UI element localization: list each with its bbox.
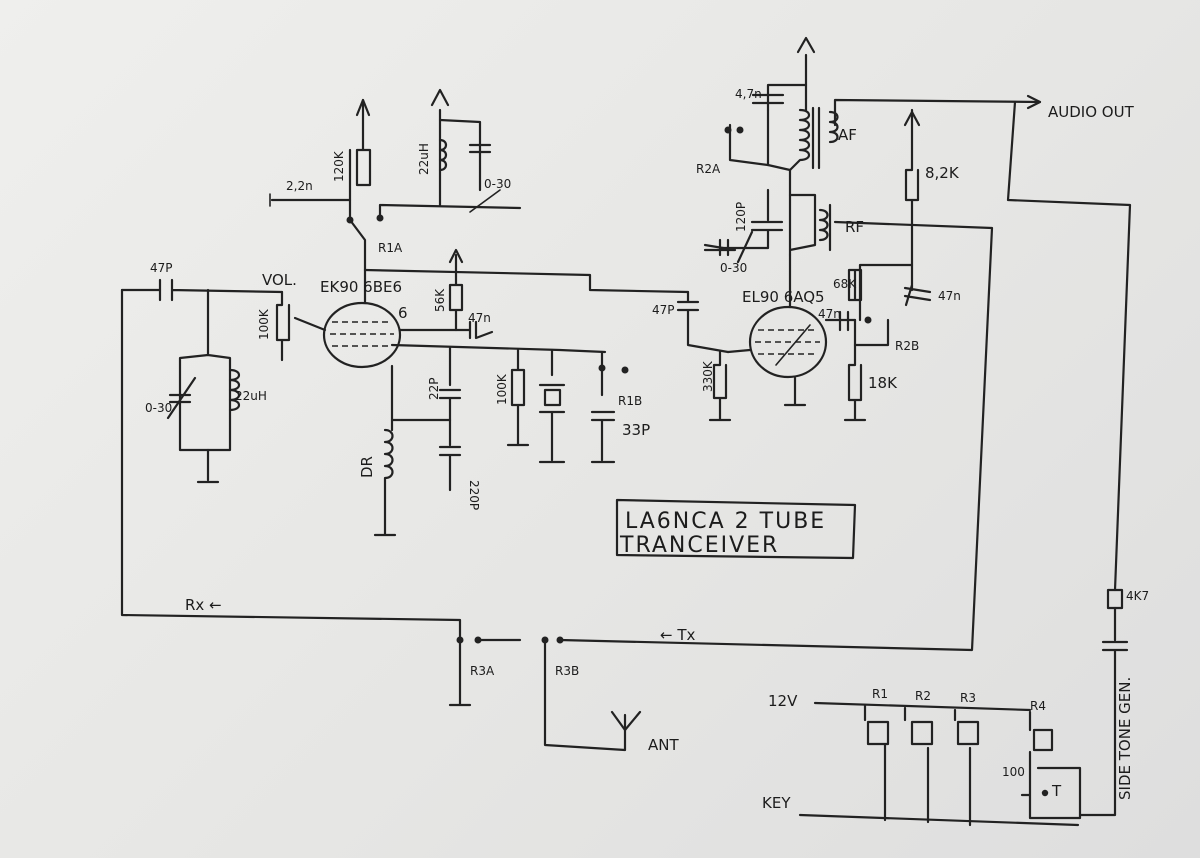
r-4k7-label: 4K7 — [1126, 589, 1149, 603]
c-22p-label: 22P — [427, 377, 441, 400]
input-tank — [158, 278, 291, 484]
switch-r1b-label: R1B — [618, 394, 642, 408]
relay-r1-label: R1 — [872, 687, 888, 701]
c-0-30-top-label: 0-30 — [484, 177, 511, 191]
tube1-label: EK90 6BE6 — [320, 278, 402, 296]
c-47n-mid-label: 47n — [468, 311, 491, 325]
c-47n-right-label: 47n — [938, 289, 961, 303]
twelve-volt-label: 12V — [768, 692, 798, 710]
relay-r2-label: R2 — [915, 689, 931, 703]
title-line-2: TRANCEIVER — [619, 533, 779, 558]
c-4-7n-label: 4,7n — [735, 87, 762, 101]
title: LA6NCA 2 TUBE TRANCEIVER — [619, 509, 826, 558]
switch-r2b-label: R2B — [895, 339, 919, 353]
rf-label: RF — [845, 218, 864, 236]
tx-wire — [558, 220, 994, 652]
switch-r2a-label: R2A — [696, 162, 721, 176]
tx-label: ← Tx — [660, 626, 695, 644]
tube2-label: EL90 6AQ5 — [742, 288, 825, 306]
tube-el90 — [726, 253, 828, 407]
tube2-cathode — [824, 108, 932, 422]
relay-r4-label: R4 — [1030, 699, 1046, 713]
r-56k-label: 56K — [433, 288, 447, 312]
switch-r3b-label: R3B — [555, 664, 579, 678]
pin6-label: 6 — [398, 304, 408, 322]
l-22uh-left-label: 22uH — [235, 389, 267, 403]
r-8-2k-label: 8,2K — [925, 164, 960, 182]
c-0-30-left-label: 0-30 — [145, 401, 172, 415]
r-100k-grid-label: 100K — [495, 373, 509, 405]
vol-label: VOL. — [262, 271, 297, 289]
side-tone-network — [1078, 588, 1129, 817]
r-330k-label: 330K — [701, 360, 715, 392]
title-line-1: LA6NCA 2 TUBE — [625, 509, 826, 534]
rx-wire — [120, 288, 462, 642]
r-100-key-label: 100 — [1002, 765, 1025, 779]
c-120p-label: 120P — [734, 202, 748, 232]
c-33p-label: 33P — [622, 421, 650, 439]
c-220p-label: 220P — [467, 480, 481, 510]
r-120k-label: 120K — [332, 150, 346, 182]
c-0-30-right-label: 0-30 — [720, 261, 747, 275]
tube1-plate — [269, 88, 690, 294]
relay-bank — [798, 701, 1082, 827]
side-tone-label: SIDE TONE GEN. — [1116, 677, 1134, 800]
ant-label: ANT — [648, 736, 679, 754]
pot-100k-label: 100K — [257, 308, 271, 340]
cathode-choke — [373, 428, 397, 537]
antenna-switch — [448, 636, 642, 752]
rx-label: Rx ← — [185, 596, 222, 614]
tube2-plate — [703, 36, 839, 264]
audio-out-wire — [833, 94, 1132, 592]
key-label: KEY — [762, 794, 791, 812]
labels: AUDIO OUT AF RF VOL. Rx ← ← Tx ANT KEY 1… — [145, 87, 1149, 812]
tube2-input — [676, 290, 732, 422]
c-47p-left-label: 47P — [150, 261, 173, 275]
c-47p-right-label: 47P — [652, 303, 675, 317]
audio-out-label: AUDIO OUT — [1048, 103, 1135, 121]
c-47-cath-label: 47n — [818, 307, 841, 321]
c-2-2n-label: 2,2n — [286, 179, 313, 193]
tube-ek90 — [293, 268, 402, 432]
af-label: AF — [838, 126, 857, 144]
grid-network — [390, 343, 629, 492]
l-22uh-top-label: 22uH — [417, 143, 431, 175]
r-68k-label: 68K — [833, 277, 857, 291]
relay-r3-label: R3 — [960, 691, 976, 705]
screen-network — [398, 248, 494, 340]
switch-r1a-label: R1A — [378, 241, 403, 255]
choke-label: DR — [358, 456, 376, 478]
key-relay-t-label: T — [1051, 782, 1062, 800]
r-18k-label: 18K — [868, 374, 898, 392]
switch-r3a-label: R3A — [470, 664, 495, 678]
title-box — [615, 498, 857, 560]
